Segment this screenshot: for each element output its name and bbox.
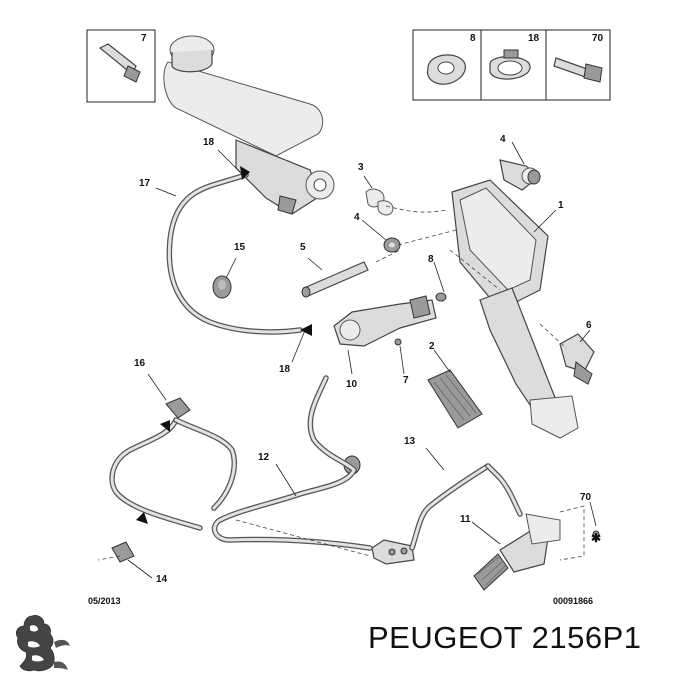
inset-box-bolt: 7	[86, 29, 156, 103]
peugeot-lion-icon	[16, 615, 70, 672]
date-code: 05/2013	[88, 596, 121, 606]
callout-labels: 18 17 15 5 3 4 4 1 8 6 2 18 10 7 16 12 1…	[134, 134, 601, 585]
callout-13: 13	[404, 436, 416, 447]
callout-5: 5	[300, 242, 306, 253]
inset-box-bolt-label: 7	[141, 33, 147, 44]
callout-14: 14	[156, 574, 168, 585]
callout-leaders	[127, 141, 597, 579]
reference-code: 00091866	[553, 596, 593, 606]
callout-4-middle: 4	[354, 212, 360, 223]
inset-box-label-8: 8	[470, 33, 476, 44]
clutch-slave-cylinder	[473, 513, 600, 591]
callout-16: 16	[134, 358, 146, 369]
callout-3: 3	[358, 162, 364, 173]
bolt-icon	[98, 43, 141, 83]
inset-box-fittings: 8 18 70	[412, 29, 611, 101]
retaining-clip	[365, 188, 394, 216]
clutch-pedal-assembly	[451, 159, 579, 439]
callout-11: 11	[460, 514, 471, 525]
callout-7: 7	[403, 375, 409, 386]
hose-clamp-icon	[489, 49, 531, 80]
part-number-label: PEUGEOT 2156P1	[368, 620, 642, 655]
brake-fluid-reservoir	[163, 35, 335, 215]
callout-6: 6	[586, 320, 592, 331]
clutch-switch	[559, 333, 595, 385]
hose-grommet	[212, 275, 232, 299]
pipe-clip-lower	[111, 541, 135, 563]
pivot-pin	[301, 261, 369, 298]
callout-4-top: 4	[500, 134, 506, 145]
pedal-pad	[427, 369, 483, 429]
inset-box-label-70: 70	[592, 33, 604, 44]
callout-1: 1	[558, 200, 564, 211]
pipe-connector	[371, 539, 415, 565]
callout-18-upper: 18	[203, 137, 215, 148]
callout-12: 12	[258, 452, 270, 463]
callout-18-lower: 18	[279, 364, 291, 375]
callout-70: 70	[580, 492, 592, 503]
callout-10: 10	[346, 379, 358, 390]
clutch-pipe-12	[211, 375, 373, 551]
pedal-bush	[383, 237, 401, 253]
callout-17: 17	[139, 178, 151, 189]
clutch-pipe-13	[409, 463, 523, 551]
clutch-master-cylinder	[333, 292, 447, 347]
supply-hose-17	[166, 172, 303, 335]
circlip-icon	[426, 54, 466, 85]
screw-icon	[553, 57, 603, 83]
svg-text:✱: ✱	[591, 531, 601, 545]
clutch-pipe-loop	[109, 417, 237, 531]
pipe-clip-upper	[165, 397, 191, 419]
callout-15: 15	[234, 242, 246, 253]
inset-box-label-18: 18	[528, 33, 540, 44]
pedal-bush-top	[527, 169, 541, 185]
assembly-guide-lines	[97, 205, 585, 561]
arrowheads	[136, 166, 312, 524]
callout-2: 2	[429, 341, 435, 352]
callout-8: 8	[428, 254, 434, 265]
